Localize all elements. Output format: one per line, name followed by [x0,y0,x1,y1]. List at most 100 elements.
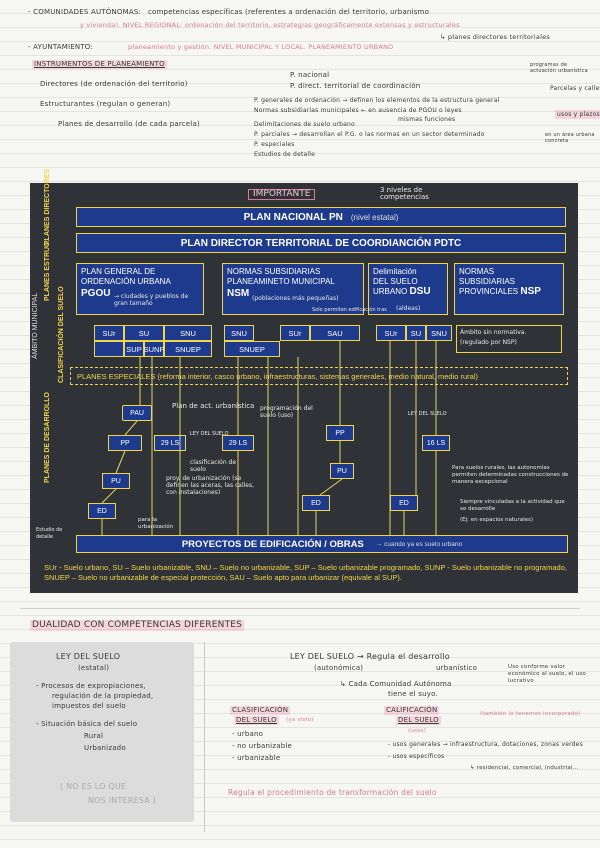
pgou-line2: ORDENACIÓN URBANA [81,277,171,286]
instr-des-b: P. parciales → desarrollan el P.G. o las… [254,131,485,138]
bottom-footer: Regula el procedimiento de transformació… [228,788,437,797]
right-sub2: urbanístico [436,664,478,672]
rural-note-1: Para suelos rurales, las autonomías perm… [452,465,569,485]
right-title: LEY DEL SUELO → Regula el desarrollo [290,652,450,661]
calif-b: - usos específicos [388,753,445,760]
g3-cell-su: SU [406,325,426,341]
g1-cell-snu: SNU [164,325,212,341]
left-f: Urbanizado [84,744,126,752]
g1-cell-empty [94,341,124,357]
g1-cell-sunp: SUNP [144,341,164,357]
g1-cell-snuep: SNUEP [164,341,212,357]
flow-ls29: 29 LS [154,435,186,451]
ley-estatal-panel [10,642,194,822]
g1-cell-sur: SUr [94,325,124,341]
instr-desarrollo: Planes de desarrollo (de cada parcela) [58,120,200,128]
nsm-box: NORMAS SUBSIDIARIAS PLANEAMINETO MUNICIP… [222,263,364,315]
pgou-abbr: PGOU [81,288,111,299]
flow-ed-note: Estudio de detalle [36,527,63,540]
clasif-title-1: CLASIFICACIÓN [230,706,291,715]
flow-ed: ED [88,503,116,519]
g3-cell-sur: SUr [376,325,406,341]
plan-nacional-box: PLAN NACIONAL PN (nivel estatal) [76,207,566,227]
flow-pau-note: Plan de act. urbanística [172,402,255,410]
nsm-line2: PLANEAMINETO MUNICIPAL [227,277,335,286]
clasif-note: (ya visto) [286,717,314,723]
left-g: ( NO ES LO QUE [60,782,127,791]
instr-des-c: P. especiales [254,141,295,148]
nsp-line1: NORMAS [459,267,495,276]
left-a: - Procesos de expropiaciones, [36,682,146,690]
note-ayto-text: planeamiento y gestión. NIVEL MUNICIPAL … [128,43,394,51]
flow-pu: PU [102,473,130,489]
section-divider [20,608,580,609]
dsu-line1: Delimitación [373,267,417,276]
right-sub: (autonómica) [314,664,364,672]
instr-des-a: Delimitaciones de suelo urbano [254,121,355,128]
note-ccaa-line3: ↳ planes directores territoriales [440,33,550,41]
nsp-line3: PROVINCIALES [459,287,519,296]
pgou-note: → ciudades y pueblos de gran tamaño [114,293,189,307]
flow-ls16: 16 LS [422,435,450,451]
column-divider [204,642,205,832]
rural-note-2: Siempre vinculadas a la actividad que se… [460,499,565,512]
annotation-levels: 3 niveles de competencias [380,186,429,201]
note-ccaa-title: - COMUNIDADES AUTÓNOMAS: [28,8,142,16]
flow-pp-note: clasificación de suelo [190,459,237,473]
nsp-note-box: Ámbito sin normativa. (regulado por NSP) [456,325,562,353]
plan-nacional-label: PLAN NACIONAL PN [243,211,343,223]
rural-note-3: (Ej: en espacios naturales) [460,517,534,523]
left-d: - Situación básica del suelo [36,720,138,728]
nsm-line1: NORMAS SUBSIDIARIAS [227,267,321,276]
calif-title-2: DEL SUELO [396,716,441,725]
g2-cell-sur: SUr [280,325,310,341]
left-e: Rural [84,732,104,740]
dsu-line3: URBANO [373,287,408,296]
left-c: impuestos del suelo [52,702,126,710]
proyectos-bar: PROYECTOS DE EDIFICACIÓN / OBRAS → cuand… [76,535,568,553]
g1-cell-su: SU [124,325,164,341]
instr-estr-c: mismas funciones [398,116,456,123]
clasif-title-2: DEL SUELO [234,716,279,725]
flow-pu-note: proy. de urbanización (se definen las ac… [166,475,255,496]
nsp-note: Ámbito sin normativa. [460,329,527,336]
nsp-abbr: NSP [520,286,541,297]
flow-pp2: PP [326,425,354,441]
calif-title-1: CALIFICACIÓN [384,706,440,715]
dsu-note: (aldeas) [396,305,421,312]
nsp-line2: SUBSIDIARIAS [459,277,516,286]
note-ccaa-line2: y vivienda). NIVEL REGIONAL: ordenación … [80,21,460,29]
flow-ed2: ED [302,495,330,511]
right-a: ↳ Cada Comunidad Autónoma [340,680,452,688]
g2-cell-snuep: SNUEP [224,341,280,357]
diagram-legend: SUr - Suelo urbano, SU – Suelo urbanizab… [44,563,567,582]
flow-ley-suelo2: LEY DEL SUELO [408,411,447,417]
g1-cell-sup: SUP [124,341,144,357]
note-ccaa-text: competencias específicas (referentes a o… [148,8,430,16]
instr-directores-a: P. nacional [290,71,330,79]
pgou-line1: PLAN GENERAL DE [81,267,156,276]
planning-diagram: IMPORTANTE 3 niveles de competencias PLA… [30,169,578,593]
flow-pp: PP [108,435,142,451]
calif-c: ↳ residencial, comercial, industrial... [470,765,579,771]
flow-prog-note: programación del suelo (uso) [260,405,313,419]
nsp-note2: (regulado por NSP) [460,339,517,346]
plan-director-box: PLAN DIRECTOR TERRITORIAL DE COORDIANCIÓ… [76,233,566,253]
diagram-connectors [101,341,437,535]
g2-note: Solo permiten edificación tras [312,307,387,313]
calif-a: - usos generales → infraestructura, dota… [388,741,583,748]
right-c: Uso conforme valor económico al suelo, e… [508,664,586,684]
left-b: regulación de la propiedad, [52,692,154,700]
instr-des-d: Estudios de detalle [254,151,316,158]
calif-margin: (también lo tenemos incorporado) [480,711,581,717]
nsp-box: NORMAS SUBSIDIARIAS PROVINCIALES NSP [454,263,564,315]
note-ayto-title: - AYUNTAMIENTO: [28,43,93,51]
instr-right-c: usos y plazos [555,110,600,119]
dualidad-heading: DUALIDAD CON COMPETENCIAS DIFERENTES [30,620,245,631]
g2-cell-snu: SNU [224,325,254,341]
instr-estr-b: Normas subsidiarias municipales ← en aus… [254,107,462,114]
clasif-a: - urbano [232,730,264,738]
dsu-abbr: DSU [409,286,431,297]
plan-nacional-note: (nivel estatal) [350,212,399,222]
left-h: NOS INTERESA ) [88,796,156,805]
